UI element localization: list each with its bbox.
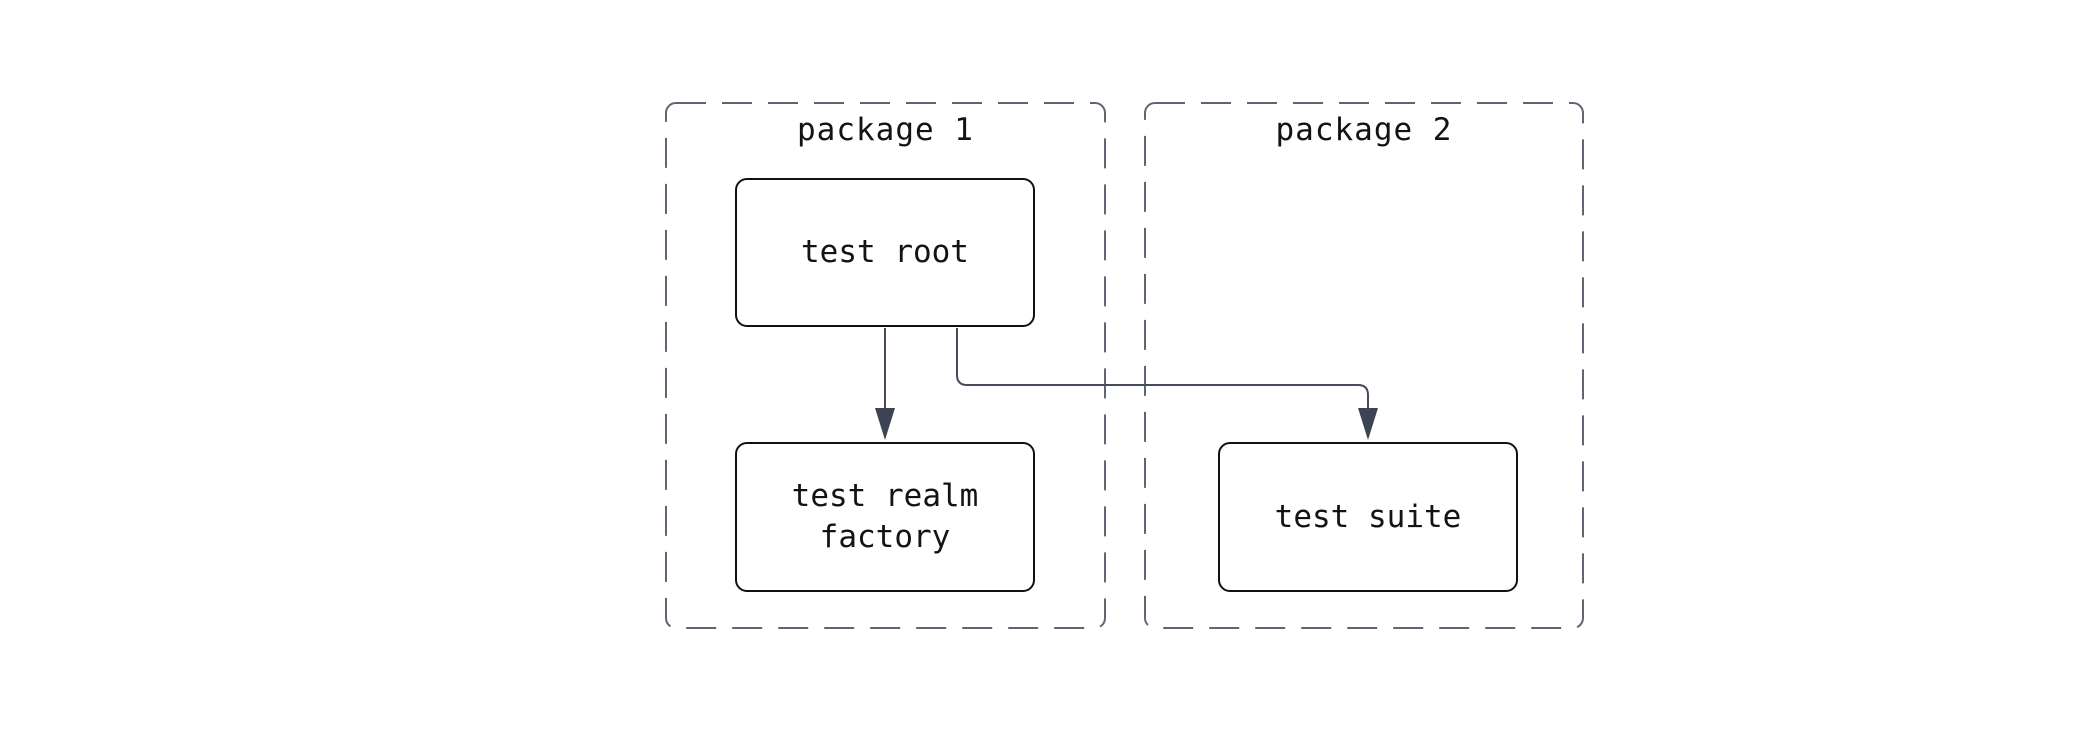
package-2-label: package 2: [1275, 112, 1453, 148]
arrowhead-icon: [1358, 408, 1378, 440]
node-test-suite-label: test suite: [1274, 498, 1462, 535]
package-1-border: [665, 102, 1106, 629]
package-1-label: package 1: [797, 112, 974, 148]
edge-test-root-to-test-suite: [956, 328, 1369, 408]
node-test-realm-factory-label: test realm factory: [791, 478, 979, 555]
node-test-root: test root: [735, 178, 1035, 327]
package-2-border: [1144, 102, 1584, 629]
arrowhead-icon: [875, 408, 895, 440]
node-test-realm-factory: test realm factory: [735, 442, 1035, 592]
node-test-root-label: test root: [801, 234, 969, 271]
node-test-suite: test suite: [1218, 442, 1518, 592]
